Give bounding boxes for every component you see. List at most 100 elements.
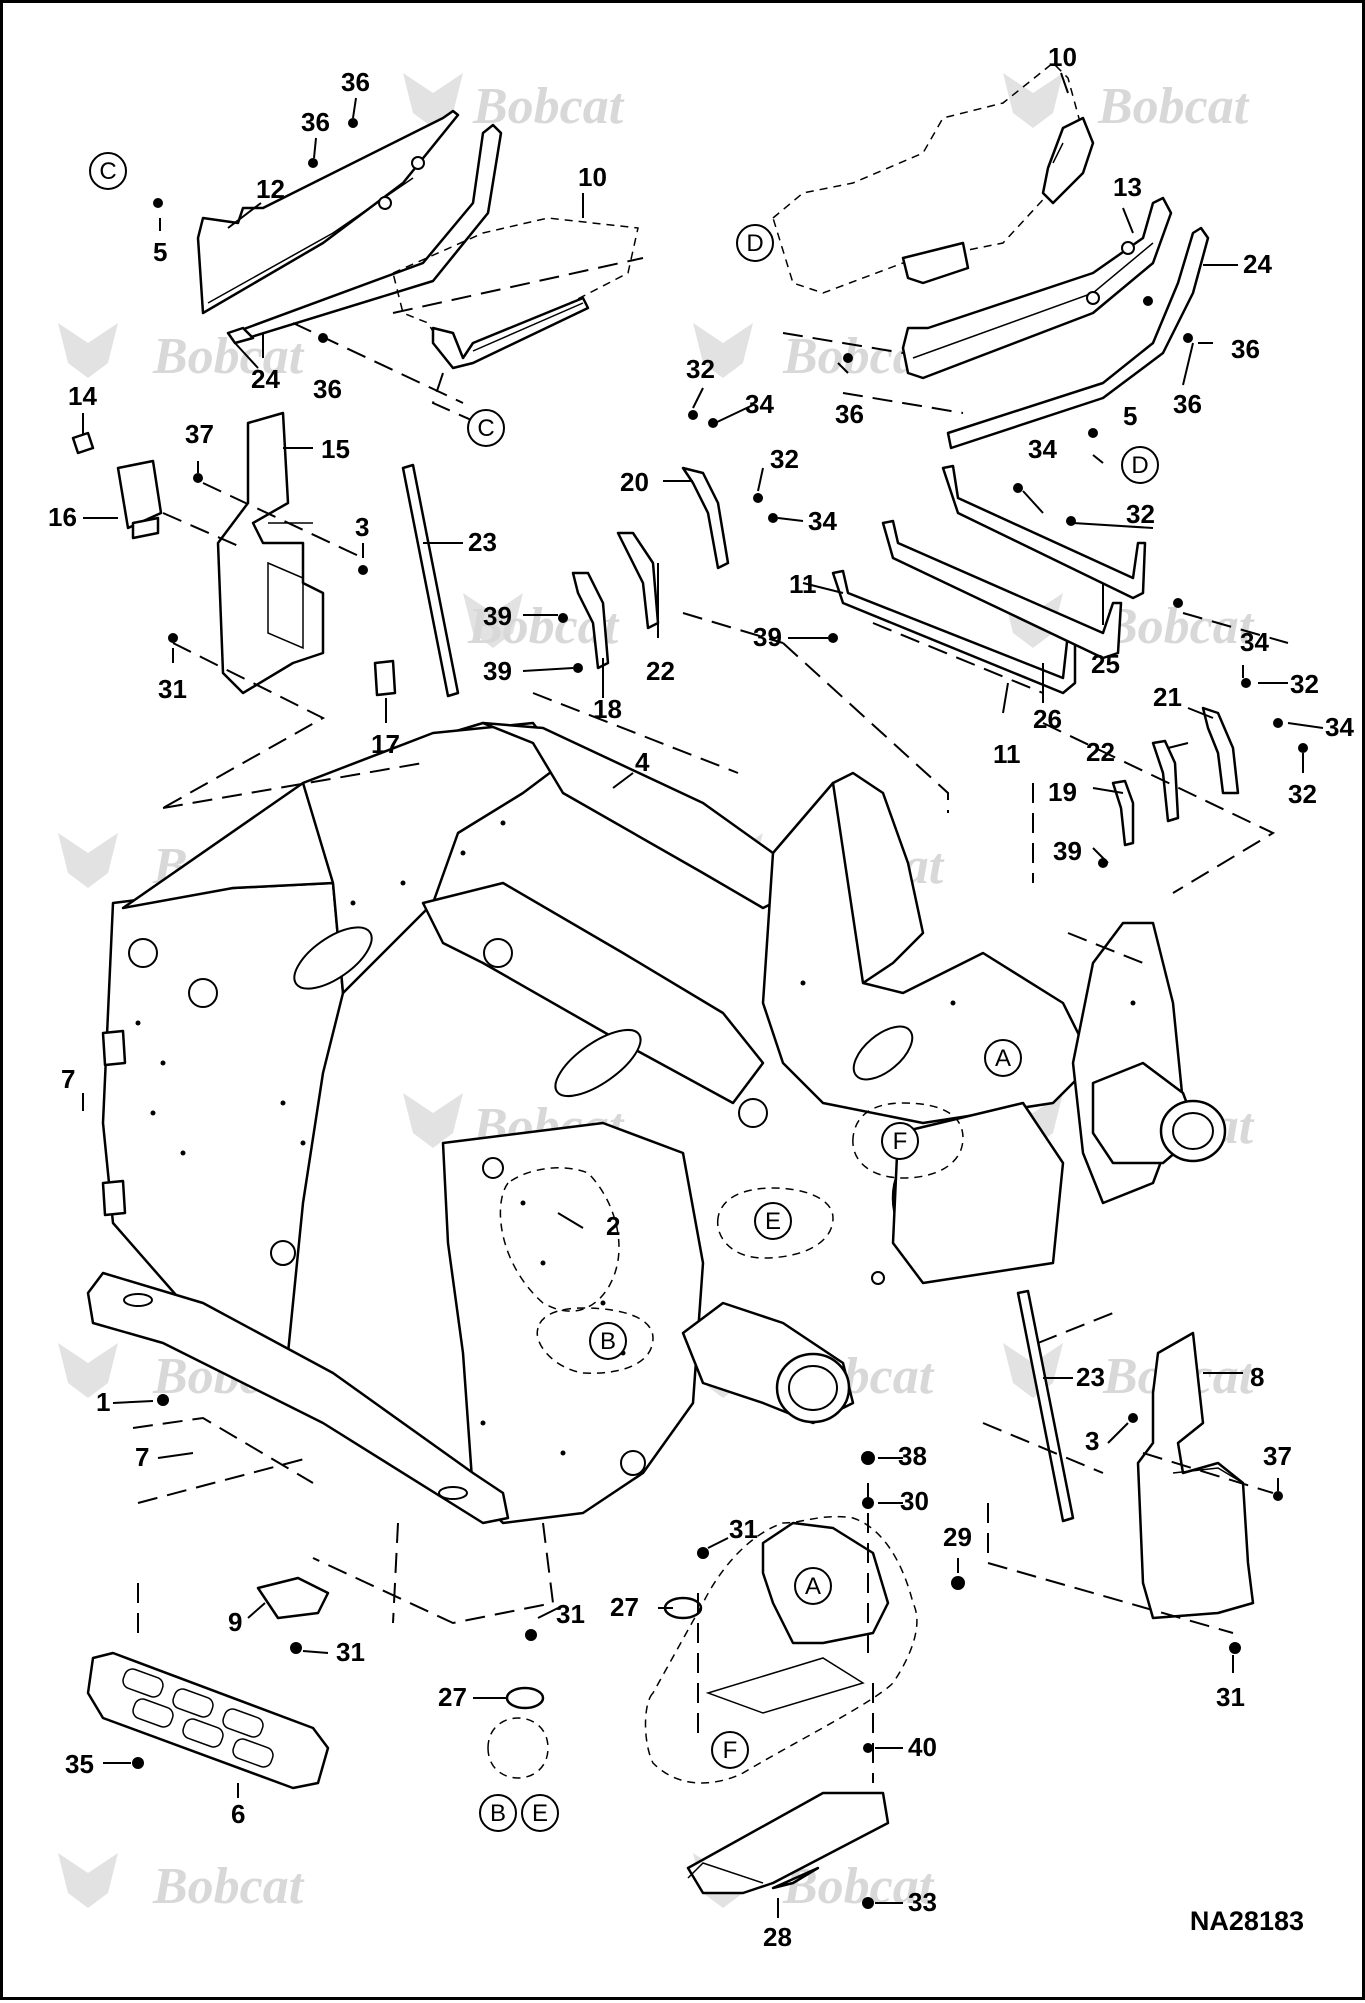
- ref-marker-D: D: [1121, 446, 1159, 484]
- seal-strip-23: [401, 463, 460, 698]
- watermark-logo: Bobcat: [693, 323, 935, 385]
- ref-marker-C: C: [89, 152, 127, 190]
- svg-text:D: D: [1131, 452, 1148, 479]
- watermark-logo: Bobcat: [403, 73, 625, 135]
- svg-text:C: C: [477, 415, 494, 442]
- callout-23: 23: [468, 527, 497, 557]
- callout-7: 7: [61, 1064, 75, 1094]
- ref-marker-B: B: [589, 1322, 627, 1360]
- callout-27: 27: [610, 1592, 639, 1622]
- callout-31: 31: [336, 1637, 365, 1667]
- callout-labels: 36 36 12 10 5 24 36 10 13 24 36 36 36 5 …: [48, 42, 1354, 1952]
- ref-marker-E: E: [521, 1794, 559, 1832]
- detail-view-af: [644, 1515, 918, 1784]
- left-fender-guard: [196, 109, 503, 345]
- callout-32: 32: [1288, 779, 1317, 809]
- callout-7: 7: [135, 1442, 149, 1472]
- callout-32: 32: [686, 354, 715, 384]
- svg-text:B: B: [600, 1328, 616, 1355]
- callout-36: 36: [341, 67, 370, 97]
- brackets-19-21-22: [1111, 706, 1240, 847]
- svg-text:E: E: [765, 1208, 781, 1235]
- callout-32: 32: [1290, 669, 1319, 699]
- callout-11: 11: [789, 569, 817, 599]
- callout-28: 28: [763, 1922, 792, 1952]
- svg-text:A: A: [995, 1045, 1011, 1072]
- callout-22: 22: [646, 656, 675, 686]
- fasteners: [132, 118, 1308, 1909]
- watermark-text: Bobcat: [1097, 78, 1250, 135]
- callout-2: 2: [606, 1211, 620, 1241]
- callout-37: 37: [1263, 1441, 1292, 1471]
- callout-14: 14: [68, 381, 97, 411]
- callout-20: 20: [620, 467, 649, 497]
- callout-30: 30: [900, 1486, 929, 1516]
- callout-23: 23: [1076, 1362, 1105, 1392]
- svg-text:D: D: [746, 230, 763, 257]
- callout-9: 9: [228, 1607, 242, 1637]
- callout-31: 31: [556, 1599, 585, 1629]
- callout-39: 39: [483, 601, 512, 631]
- main-frame-4: [86, 721, 1227, 1525]
- right-fender-guard: [901, 196, 1210, 450]
- callout-39: 39: [753, 622, 782, 652]
- frame-rivets: [135, 820, 1136, 1456]
- callout-15: 15: [321, 434, 350, 464]
- ref-marker-E: E: [754, 1202, 792, 1240]
- watermark-logo: Bobcat: [58, 323, 305, 385]
- callout-35: 35: [65, 1749, 94, 1779]
- watermark-logo: Bobcat: [58, 1853, 305, 1915]
- callout-12: 12: [256, 174, 285, 204]
- clip-14: [71, 431, 95, 455]
- callout-24: 24: [1243, 249, 1272, 279]
- callout-26: 26: [1033, 704, 1062, 734]
- callout-33: 33: [908, 1887, 937, 1917]
- left-side-shield-15: [216, 411, 325, 695]
- watermark-text: Bobcat: [152, 328, 305, 385]
- callout-39: 39: [483, 656, 512, 686]
- ref-marker-F: F: [711, 1731, 749, 1769]
- callout-36: 36: [1231, 334, 1260, 364]
- callout-34: 34: [1325, 712, 1354, 742]
- callout-11: 11: [993, 739, 1021, 769]
- cover-plate-9: [256, 1576, 330, 1620]
- floor-plate-6: [86, 1651, 330, 1790]
- callout-6: 6: [231, 1799, 245, 1829]
- callout-39: 39: [1053, 836, 1082, 866]
- watermark-text: Bobcat: [782, 1858, 935, 1915]
- watermark-logo: Bobcat: [1003, 73, 1250, 135]
- brackets-18-20-22: [571, 466, 730, 670]
- callout-4: 4: [635, 747, 650, 777]
- callout-5: 5: [153, 237, 167, 267]
- svg-text:A: A: [805, 1573, 821, 1600]
- callout-36: 36: [301, 107, 330, 137]
- exploded-view-drawing: Bobcat Bobcat Bobcat Bobcat Bobcat Bobca…: [48, 42, 1354, 1952]
- watermark-text: Bobcat: [152, 1858, 305, 1915]
- drawing-code: NA28183: [1189, 1906, 1304, 1936]
- svg-text:B: B: [490, 1800, 506, 1827]
- callout-36: 36: [313, 374, 342, 404]
- svg-text:C: C: [99, 158, 116, 185]
- cross-brackets-11-25-26: [831, 464, 1147, 695]
- callout-32: 32: [1126, 499, 1155, 529]
- callout-24: 24: [251, 364, 280, 394]
- svg-text:F: F: [893, 1128, 908, 1155]
- callout-17: 17: [371, 729, 400, 759]
- callout-16: 16: [48, 502, 77, 532]
- callout-18: 18: [593, 694, 622, 724]
- callout-25: 25: [1091, 649, 1120, 679]
- callout-29: 29: [943, 1522, 972, 1552]
- ref-marker-D: D: [736, 224, 774, 262]
- callout-34: 34: [1240, 627, 1269, 657]
- callout-22: 22: [1086, 737, 1115, 767]
- callout-36: 36: [835, 399, 864, 429]
- seal-strip-23-lower: [1016, 1289, 1075, 1523]
- callout-1: 1: [96, 1387, 110, 1417]
- bracket-16: [116, 459, 163, 540]
- callout-21: 21: [1153, 682, 1182, 712]
- ref-marker-F: F: [881, 1122, 919, 1160]
- callout-38: 38: [898, 1441, 927, 1471]
- callout-13: 13: [1113, 172, 1142, 202]
- ref-marker-A: A: [984, 1039, 1022, 1077]
